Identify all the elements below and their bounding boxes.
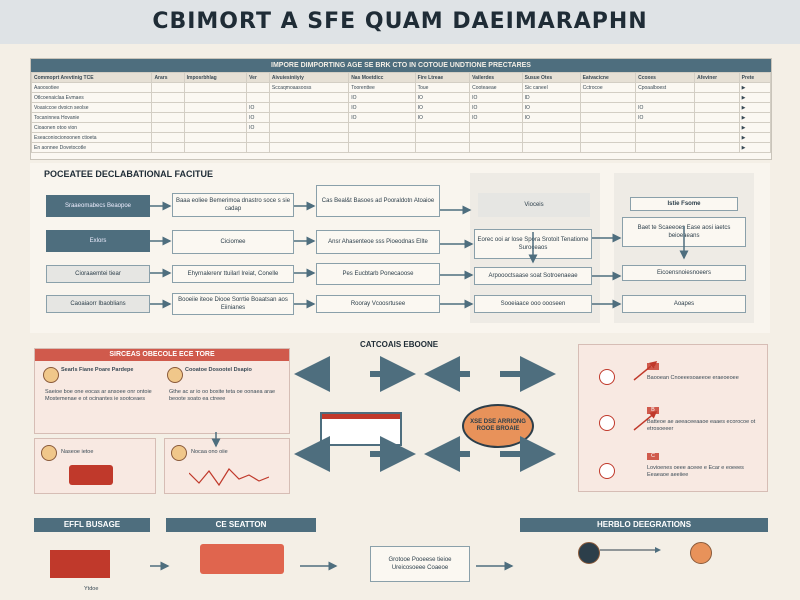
flow-col3-box: Ansr Ahasenteoe sss Pioeodnas Ellte [316,230,440,254]
flow-col5-box: Eicoensnoiesnoeers [622,265,746,281]
flow-col5-header: Istie Fsome [630,197,738,211]
gear-icon [167,367,183,383]
left-item-body: Saeioe boe one eocas ar ansoee onr ontoi… [45,389,152,402]
bottom-label: Ytdoe [84,586,99,592]
person-icon [599,463,615,479]
left-lower-panel: Naseoe ietoe [34,438,156,494]
flag-icon: ▶ [738,142,772,153]
check-icon [599,415,615,431]
page-header: CBIMORT A SFE QUAM DAEIMARAPHN [0,0,800,44]
left-item-body: Gthe ac ar io oo boxite teta oe oonaea a… [169,389,276,402]
table-cell [521,142,581,153]
flow-col4-box: Arpoooctsaase soat Sotroenaeae [474,267,592,285]
truck-icon [69,465,113,485]
flow-col2-box: Ciciomee [172,230,294,254]
bottom-heading-3: HERBLO DEEGRATIONS [520,518,768,532]
table-cell [635,142,696,153]
right-item-body: Baooean Cnoeeesoaeeoe eraeoeoee [647,375,739,381]
chart-icon [41,445,57,461]
flow-col2-box: Ehyrnalerenr ttuilarl Ireiat, Conelle [172,265,294,283]
globe-icon [578,542,600,564]
right-item-body: Lovioenes oeee aceee e Ecar e eoeees Eea… [647,465,744,478]
left-item-head: Searls Fiane Poare Pardepe [61,367,134,373]
line-chart-icon [189,468,269,487]
right-item-num: B [647,407,659,414]
bottom-heading-2: CE SEATTON [166,518,316,532]
cases-section: CATCOAIS EBOONE SIRCEAS OBECOLE ECE TORE… [30,340,770,500]
tag-icon [599,369,615,385]
flow-col3-box: Cas Beal&t Basoes ad Pooraldotn Atoaioe [316,185,440,217]
left-lower-label: Nocaa ono oiie [191,449,228,455]
left-lower-panel: Nocaa ono oiie [164,438,290,494]
table-cell [183,142,248,153]
table-row: En aonnee Dovetocotle▶ [30,142,772,153]
right-item-num: C [647,453,659,460]
cases-title: CATCOAIS EBOONE [360,340,439,349]
flow-left-box: Cioraaemtei tiear [46,265,150,283]
bottom-heading-1: EFFL BUSAGE [34,518,150,532]
table-cell [348,142,416,153]
flow-col2-box: Baaa eoliee Bemerimoa dnastro soce s sie… [172,193,294,217]
table-cell [414,142,471,153]
flow-title: POCEATEE DECLABATIONAL FACITUE [44,169,214,179]
bottom-section: EFFL BUSAGE CE SEATTON HERBLO DEEGRATION… [30,510,770,600]
flow-left-box: Exlors [46,230,150,252]
scale-icon [171,445,187,461]
page-title: CBIMORT A SFE QUAM DAEIMARAPHN [152,9,648,34]
truck-icon [200,544,284,574]
left-panel-title: SIRCEAS OBECOLE ECE TORE [35,349,289,361]
flow-left-box: Sraaeomabecs Beaopoe [46,195,150,217]
flow-col3-box: Pes Eucbtarb Ponecaoose [316,263,440,285]
flow-col5-box: Aoapes [622,295,746,313]
award-icon [43,367,59,383]
right-panel: A Baooean Cnoeeesoaeeoe eraeoeoee B Batt… [578,344,768,492]
forklift-icon [50,550,110,578]
gear-icon [690,542,712,564]
left-lower-label: Naseoe ietoe [61,449,94,455]
left-panel: SIRCEAS OBECOLE ECE TORE Searls Fiane Po… [34,348,290,434]
left-item-head: Cooatoe Dosootel Dsapio [185,367,252,373]
table-title-bar: IMPORE DIMPORTING AGE SE BRK CTO IN COTO… [31,59,771,72]
flow-col2-box: Booeiie iteoe Diooe Sorrtie Boaatsan aos… [172,293,294,315]
flow-col3-box: Rooray Vcoosrtusee [316,295,440,313]
flow-col4-box: Sooeiaace ooo oooseen [474,295,592,313]
table-cell [151,142,185,153]
right-item-body: Batteoe ae aeeaceeaaoe eaaes ecorocoe ot… [647,419,756,432]
comparison-table: IMPORE DIMPORTING AGE SE BRK CTO IN COTO… [30,58,772,160]
bottom-card: Grotooe Pooeese tieioe Ureicosoeee Coaeo… [370,546,470,582]
flow-col4-label: Vioceis [478,193,590,217]
flow-left-box: Caoaiaorr Ibaoblians [46,295,150,313]
